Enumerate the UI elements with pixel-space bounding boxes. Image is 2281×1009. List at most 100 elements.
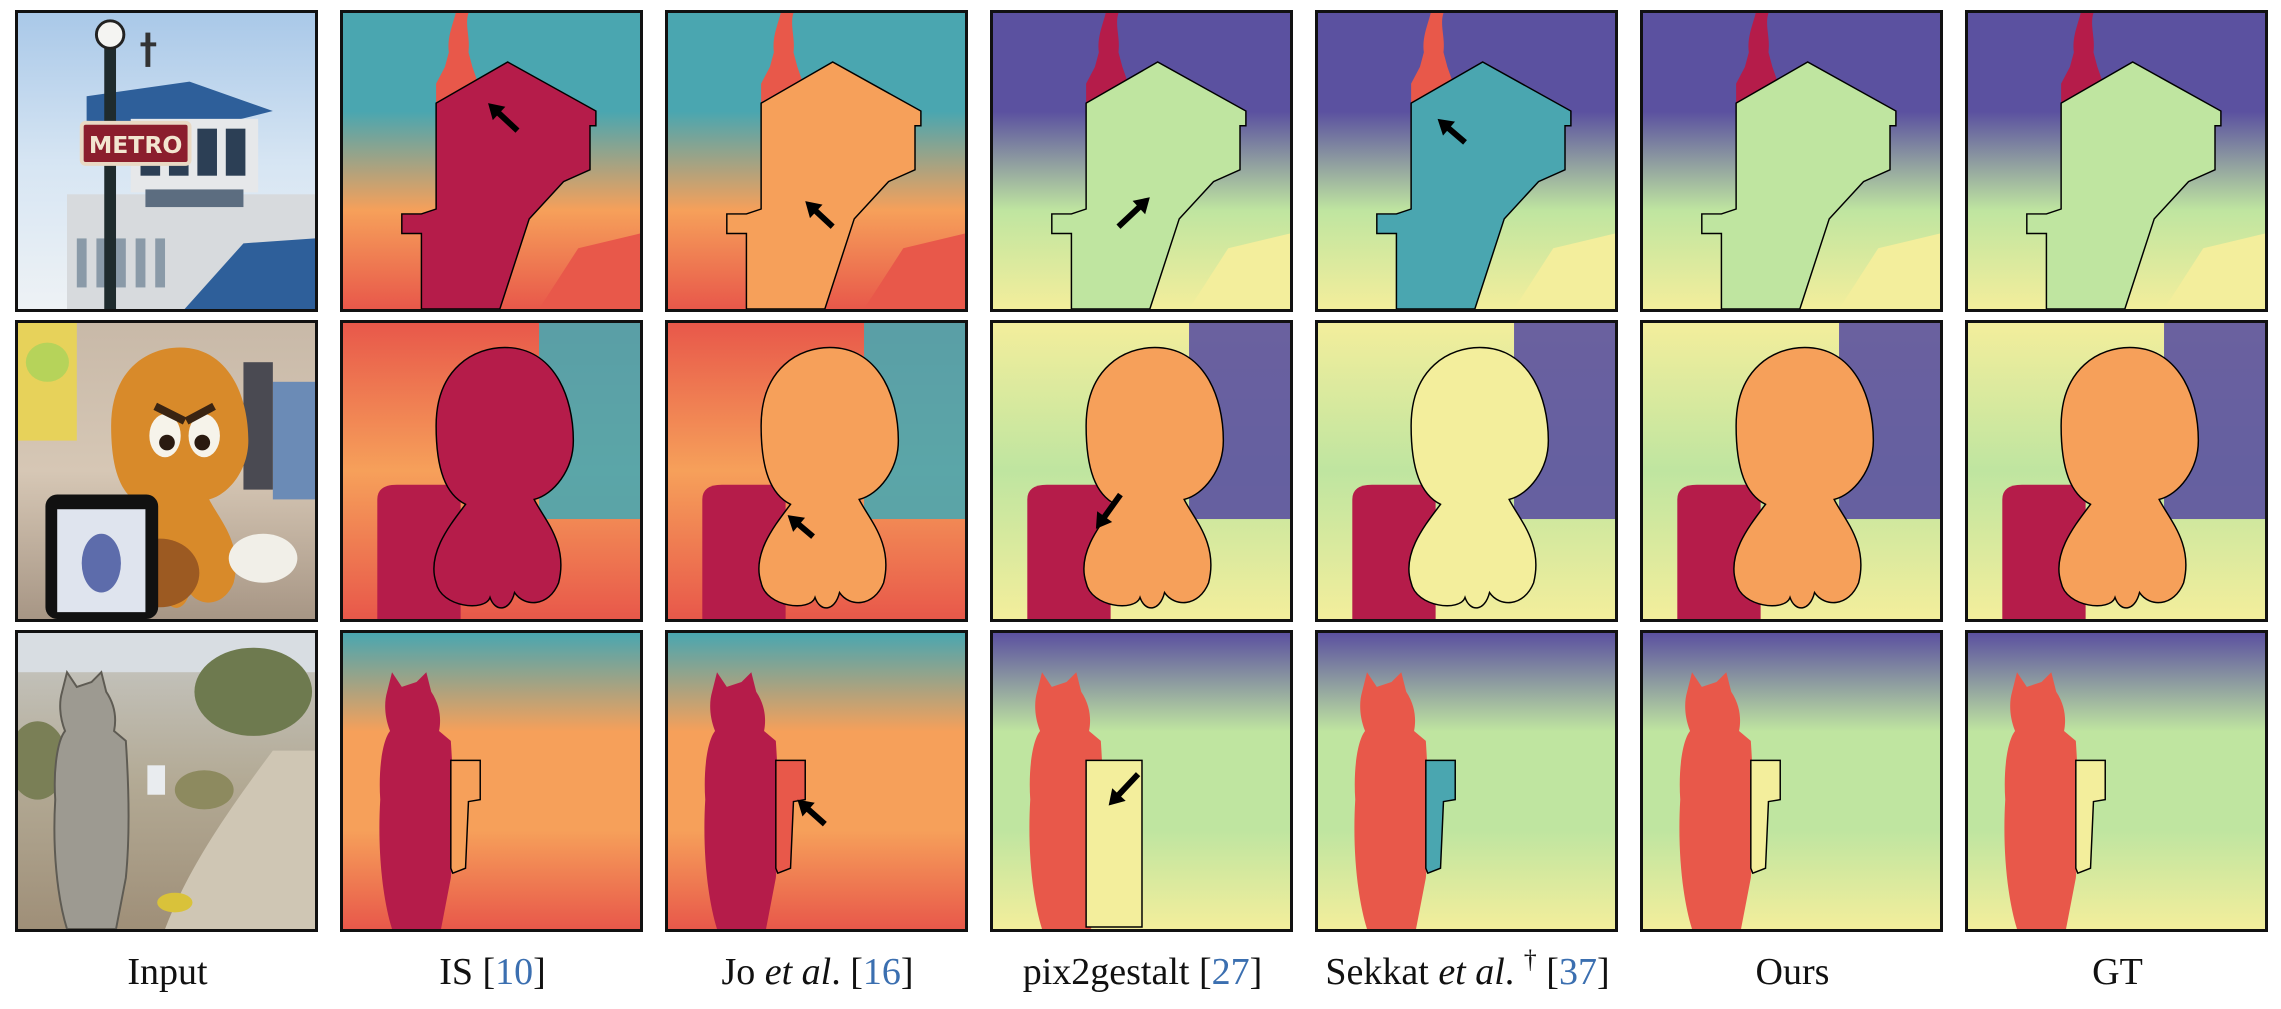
error-arrow-head <box>797 799 815 817</box>
depth-vase <box>1086 13 1129 104</box>
depth-sign <box>1085 759 1143 928</box>
blue-roof <box>86 81 273 126</box>
depth-house <box>1701 61 1897 309</box>
input-image-plush-0 <box>15 320 318 622</box>
depth-map-plush-3 <box>990 320 1293 622</box>
dagger-mark: † <box>1523 945 1537 974</box>
panel-graphic <box>993 633 1290 929</box>
caption-is-text: IS <box>439 951 483 993</box>
bush <box>194 647 313 736</box>
error-arrow-head <box>787 515 806 532</box>
depth-map-house-3 <box>990 10 1293 312</box>
error-arrow-head <box>1437 118 1456 136</box>
citation-ref[interactable]: 16 <box>862 951 901 993</box>
caption-input-text: Input <box>127 951 208 993</box>
caption-is: IS [10] <box>439 951 546 993</box>
error-arrow-head <box>488 103 506 121</box>
depth-vase <box>1411 13 1454 104</box>
depth-sign <box>2075 759 2106 875</box>
weathervane <box>145 32 151 67</box>
panel-graphic <box>668 323 965 619</box>
panda-toy <box>228 533 298 583</box>
panel-graphic <box>668 633 965 929</box>
citation-ref[interactable]: 27 <box>1211 951 1250 993</box>
panel-graphic: METRO <box>18 13 315 309</box>
panel-graphic <box>18 633 315 929</box>
lamp-post <box>104 42 117 309</box>
plush-eyebrows <box>153 402 216 425</box>
house-window <box>96 238 107 288</box>
depth-lower-roof <box>539 233 640 309</box>
depth-map-plush-1 <box>340 320 643 622</box>
input-image-statue-0 <box>15 630 318 932</box>
depth-house <box>1376 61 1572 309</box>
balcony <box>145 189 244 208</box>
caption-jo-etal: et al <box>764 951 832 993</box>
caption-gt: GT <box>1960 950 2275 1000</box>
house-window <box>135 238 146 288</box>
lower-roof <box>184 238 315 309</box>
info-sign <box>147 765 166 795</box>
house-window <box>225 128 246 176</box>
depth-map-plush-2 <box>665 320 968 622</box>
citation-ref[interactable]: 37 <box>1558 951 1597 993</box>
panel-graphic <box>343 13 640 309</box>
caption-jo-text: Jo <box>721 951 765 993</box>
depth-statue <box>379 672 454 929</box>
depth-map-statue-4 <box>1315 630 1618 932</box>
depth-sign <box>1425 759 1456 875</box>
caption-pix2gestalt-text: pix2gestalt <box>1022 951 1199 993</box>
caption-pix2gestalt: pix2gestalt [27] <box>1022 951 1263 993</box>
depth-plush <box>2058 346 2200 609</box>
citation-ref[interactable]: 10 <box>495 951 534 993</box>
panel-graphic <box>668 13 965 309</box>
depth-statue <box>1679 672 1754 929</box>
depth-house <box>1051 61 1247 309</box>
depth-map-plush-5 <box>1640 320 1943 622</box>
metro-sign <box>79 120 192 166</box>
house-window <box>197 128 217 176</box>
depth-plush <box>1733 346 1875 609</box>
depth-statue <box>1029 672 1104 929</box>
caption-sekkat-etal: et al <box>1438 951 1505 993</box>
panel-graphic <box>1643 633 1940 929</box>
panel-graphic <box>1643 323 1940 619</box>
plush-pupil <box>194 434 211 451</box>
panel-graphic <box>18 323 315 619</box>
path-trail <box>165 750 315 929</box>
panel-graphic <box>1968 13 2265 309</box>
depth-vase <box>1736 13 1779 104</box>
cartoon-character <box>25 342 69 382</box>
depth-lower-roof <box>1514 233 1615 309</box>
error-arrow-head <box>805 201 823 219</box>
panel-graphic <box>1968 323 2265 619</box>
depth-house <box>2026 61 2222 309</box>
caption-input: Input <box>10 950 325 1000</box>
bush <box>174 770 234 810</box>
caption-jo-dot: . <box>831 951 851 993</box>
metro-sign-text: METRO <box>89 131 183 159</box>
depth-map-statue-1 <box>340 630 643 932</box>
caption-ours: Ours <box>1635 950 1950 1000</box>
panel-graphic <box>1318 323 1615 619</box>
depth-vase <box>2061 13 2104 104</box>
caption-jo: Jo et al. [16] <box>721 951 914 993</box>
error-arrow-head <box>1108 788 1126 806</box>
house-window <box>76 238 87 288</box>
depth-map-statue-2 <box>665 630 968 932</box>
panel-graphic <box>1318 13 1615 309</box>
panel-graphic <box>343 323 640 619</box>
depth-map-house-1 <box>340 10 643 312</box>
shelf <box>272 381 315 500</box>
depth-map-house-4 <box>1315 10 1618 312</box>
panel-graphic <box>343 633 640 929</box>
shopper <box>243 362 273 490</box>
depth-map-house-2 <box>665 10 968 312</box>
depth-statue <box>1354 672 1429 929</box>
depth-map-house-5 <box>1640 10 1943 312</box>
depth-vase <box>436 13 479 104</box>
stone-statue <box>53 669 130 929</box>
depth-sign <box>1750 759 1781 875</box>
depth-map-statue-5 <box>1640 630 1943 932</box>
lamp-globe <box>94 19 126 50</box>
